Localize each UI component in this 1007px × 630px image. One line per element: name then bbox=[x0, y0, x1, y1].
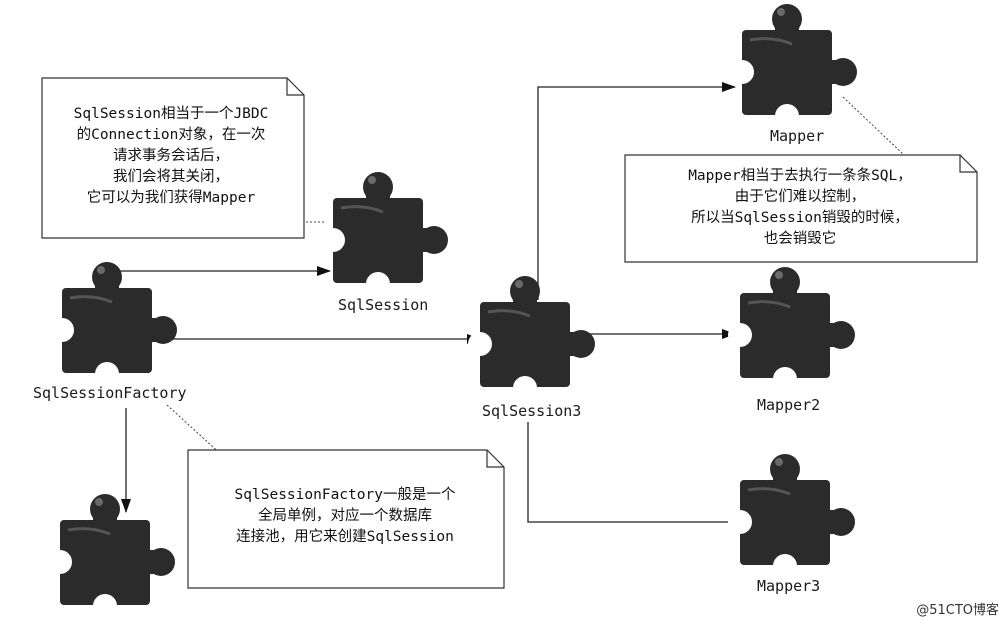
arrow-session3-to-mapper bbox=[537, 82, 736, 300]
watermark: @51CTO博客 bbox=[916, 603, 999, 618]
note-factory-text: SqlSessionFactory一般是一个 全局单例，对应一个数据库 连接池，… bbox=[194, 485, 496, 548]
note-line: SqlSessionFactory一般是一个 bbox=[234, 487, 456, 503]
note-mapper-text: Mapper相当于去执行一条条SQL， 由于它们难以控制， 所以当SqlSess… bbox=[632, 166, 968, 250]
arrow-session3-to-mapper3 bbox=[527, 422, 761, 527]
note-line: 也会销毁它 bbox=[763, 231, 837, 247]
puzzle-piece-icon-mapper2 bbox=[726, 265, 857, 393]
puzzle-piece-icon-session bbox=[319, 170, 450, 298]
puzzle-piece-icon-mapper3 bbox=[726, 452, 857, 580]
puzzle-piece-icon-session3 bbox=[466, 274, 597, 402]
puzzle-piece-icon-factory bbox=[48, 260, 179, 388]
note-line: 我们会将其关闭， bbox=[113, 169, 229, 185]
note-factory bbox=[187, 449, 505, 589]
note-line: SqlSession相当于一个JBDC bbox=[73, 106, 269, 122]
connectors bbox=[98, 82, 761, 527]
puzzle-piece-icon-bottom bbox=[46, 492, 177, 620]
note-mapper bbox=[624, 154, 978, 263]
note-line: 它可以为我们获得Mapper bbox=[86, 190, 256, 206]
label-session: SqlSession bbox=[338, 296, 429, 314]
note-line: 所以当SqlSession销毁的时候， bbox=[691, 210, 909, 226]
note-line: 请求事务会话后， bbox=[113, 148, 229, 164]
puzzle-piece-icon-mapper bbox=[728, 2, 859, 130]
label-mapper2: Mapper2 bbox=[757, 396, 821, 414]
label-mapper: Mapper bbox=[770, 127, 825, 145]
note-line: 连接池，用它来创建SqlSession bbox=[236, 529, 454, 545]
label-mapper3: Mapper3 bbox=[757, 577, 821, 595]
label-session3: SqlSession3 bbox=[482, 402, 582, 420]
note-session bbox=[41, 77, 305, 239]
note-line: 由于它们难以控制， bbox=[734, 189, 866, 205]
note-line: 的Connection对象，在一次 bbox=[76, 127, 266, 143]
note-session-text: SqlSession相当于一个JBDC 的Connection对象，在一次 请求… bbox=[48, 104, 294, 209]
note-line: 全局单例，对应一个数据库 bbox=[258, 508, 432, 524]
label-factory: SqlSessionFactory bbox=[33, 384, 187, 402]
note-line: Mapper相当于去执行一条条SQL， bbox=[688, 168, 912, 184]
